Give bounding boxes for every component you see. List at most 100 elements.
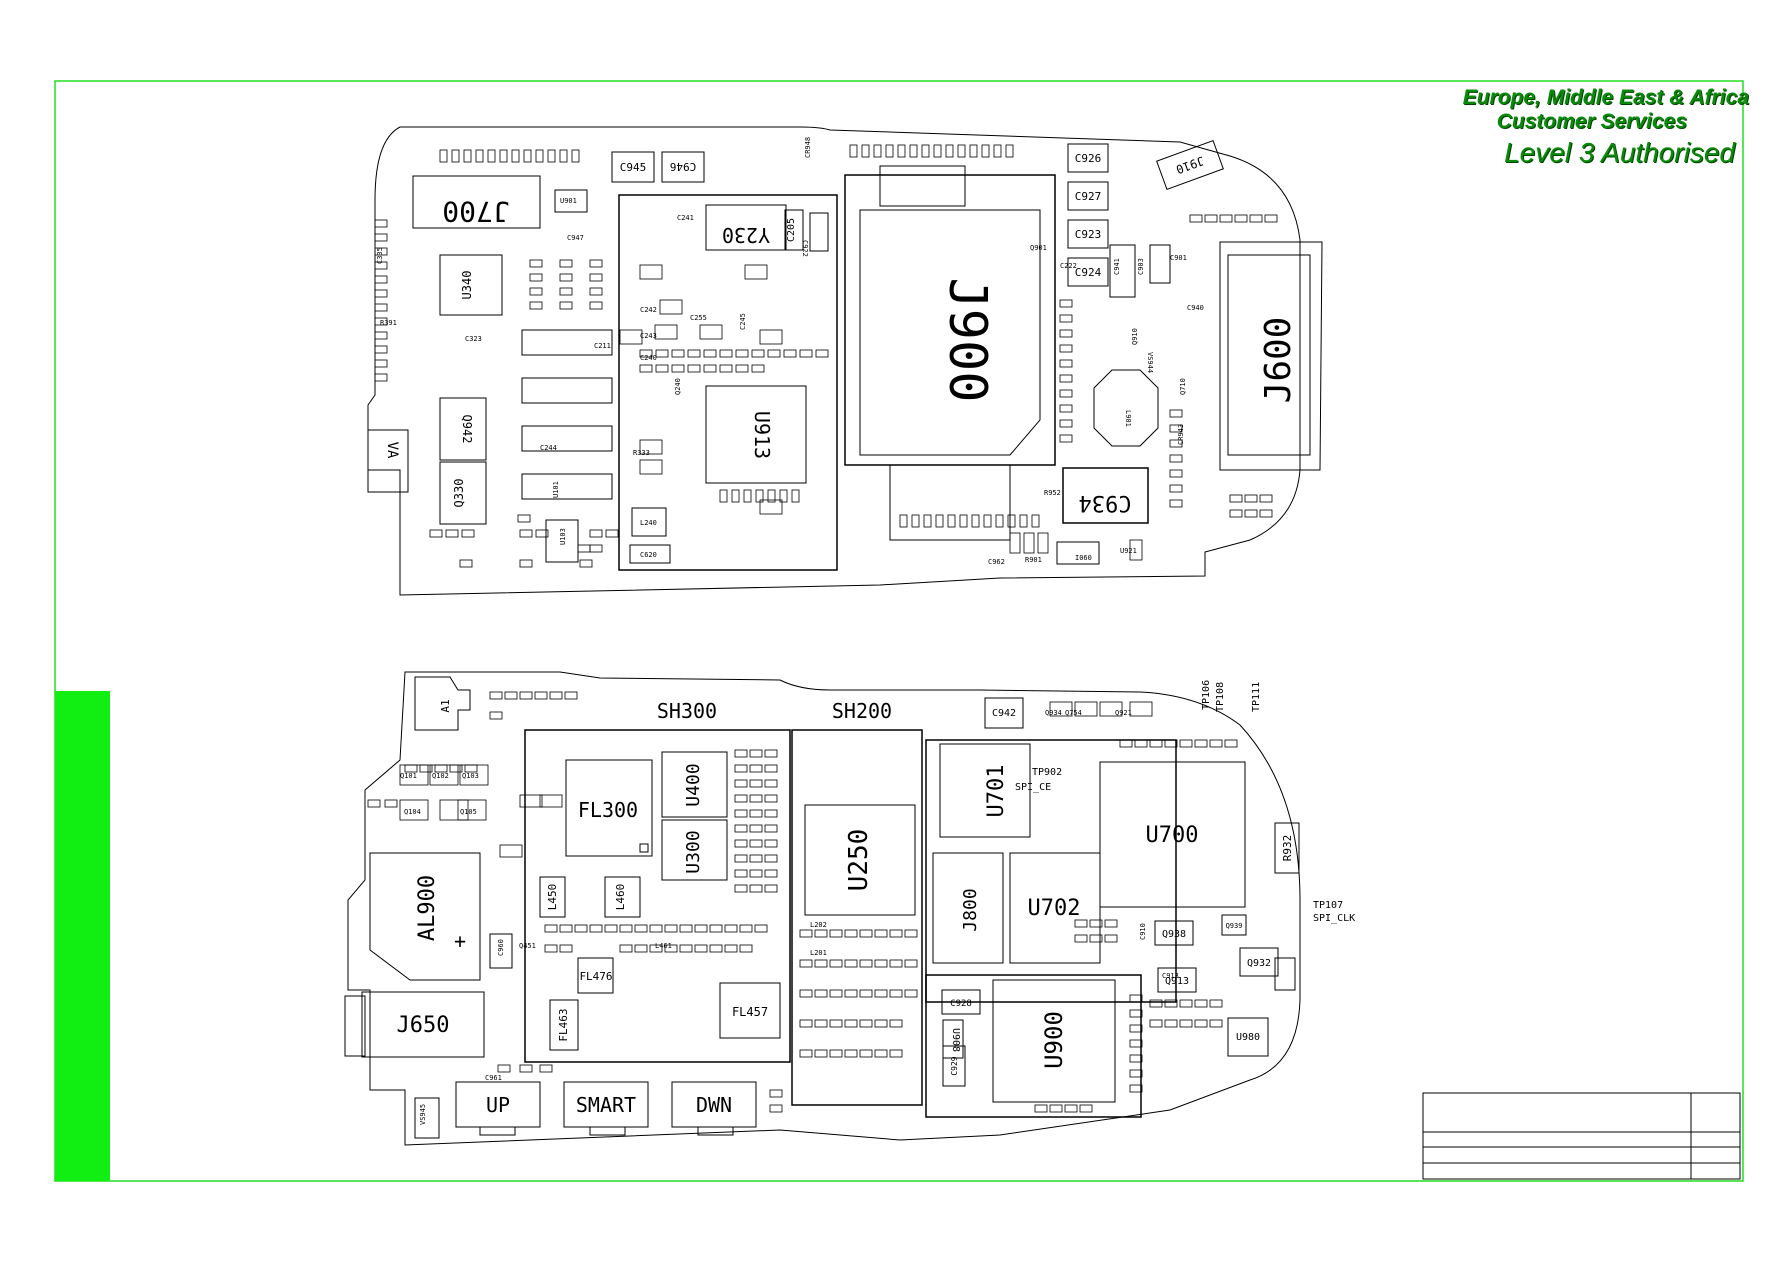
- bottom-label-U701: U701: [984, 765, 1009, 818]
- sheet-frame: [54, 80, 1744, 1182]
- svg-text:L901: L901: [1124, 410, 1132, 427]
- bottom-label-U400: U400: [683, 763, 704, 806]
- top-label-VA: VA: [384, 442, 400, 459]
- svg-text:Q103: Q103: [462, 772, 479, 780]
- svg-text:L202: L202: [810, 921, 827, 929]
- svg-text:C242: C242: [640, 306, 657, 314]
- top-cap-J910: J910: [1174, 153, 1206, 176]
- bottom-label-A1: A1: [439, 699, 452, 712]
- svg-text:C211: C211: [594, 342, 611, 350]
- bottom-label-C928: C928: [950, 999, 972, 1009]
- bottom-label-Q938: Q938: [1162, 929, 1186, 940]
- svg-text:TP111: TP111: [1251, 682, 1262, 712]
- svg-text:C910: C910: [1139, 923, 1147, 940]
- svg-text:Q451: Q451: [519, 942, 536, 950]
- svg-text:SPI_CE: SPI_CE: [1015, 782, 1051, 793]
- top-label-Y230: Y230: [722, 223, 770, 247]
- svg-text:Q240: Q240: [674, 378, 682, 395]
- top-label-U913: U913: [750, 411, 774, 459]
- sheet-side-tab: [55, 691, 110, 1181]
- svg-text:C962: C962: [988, 558, 1005, 566]
- bottom-board-outline: [347, 671, 1301, 1146]
- bottom-label-J650: J650: [397, 1013, 450, 1038]
- shield-label-SH200: SH200: [832, 699, 892, 723]
- bottom-plus-sign: +: [454, 929, 466, 953]
- header-level: Level 3 Authorised: [1504, 137, 1735, 168]
- bottom-label-C929: C929: [950, 1056, 959, 1075]
- bottom-label-U700: U700: [1146, 823, 1199, 848]
- svg-text:C222: C222: [1060, 262, 1077, 270]
- top-cap-C927: C927: [1075, 190, 1102, 203]
- svg-text:L201: L201: [810, 949, 827, 957]
- top-cap-C945: C945: [620, 161, 647, 174]
- bottom-label-L460: L460: [614, 884, 627, 911]
- bottom-board-small-parts: [367, 691, 1238, 1113]
- top-board: [367, 126, 1323, 596]
- svg-text:TP106: TP106: [1201, 680, 1212, 710]
- svg-text:C620: C620: [640, 551, 657, 559]
- button-label-SMART: SMART: [576, 1093, 636, 1117]
- svg-text:Q101: Q101: [400, 772, 417, 780]
- svg-text:R952: R952: [1044, 489, 1061, 497]
- svg-text:CR943: CR943: [1177, 424, 1185, 445]
- svg-text:C961: C961: [485, 1074, 502, 1082]
- svg-text:C903: C903: [1137, 258, 1145, 275]
- svg-text:Q910: Q910: [1131, 328, 1139, 345]
- svg-text:C255: C255: [690, 314, 707, 322]
- top-cap-C946: C946: [670, 160, 697, 173]
- svg-text:C244: C244: [540, 444, 557, 452]
- svg-text:VS945: VS945: [419, 1104, 427, 1125]
- bottom-label-FL476: FL476: [579, 970, 612, 983]
- svg-text:I060: I060: [1075, 554, 1092, 562]
- svg-text:Q105: Q105: [460, 808, 477, 816]
- svg-text:C913: C913: [1162, 972, 1179, 980]
- svg-text:Q901: Q901: [1030, 244, 1047, 252]
- bottom-label-U250: U250: [844, 829, 874, 892]
- svg-text:C960: C960: [497, 939, 505, 956]
- bottom-board: [344, 671, 1301, 1146]
- svg-text:C940: C940: [1187, 304, 1204, 312]
- svg-text:Q754: Q754: [1065, 709, 1082, 717]
- svg-text:R901: R901: [1025, 556, 1042, 564]
- bottom-label-U702: U702: [1028, 896, 1081, 921]
- bottom-label-FL463: FL463: [557, 1008, 570, 1041]
- top-cap-C923: C923: [1075, 228, 1102, 241]
- top-cap-C205: C205: [786, 218, 797, 242]
- button-label-DWN: DWN: [696, 1093, 732, 1117]
- top-board-outline: [367, 126, 1301, 596]
- svg-text:C901: C901: [1170, 254, 1187, 262]
- test-point-labels: TP902 SPI_CE TP107 SPI_CLK TP106 TP108 T…: [1015, 680, 1355, 924]
- bottom-small-labels: Q451 L461 L202 L201 C913 C910 Q101 Q102 …: [400, 709, 1179, 1125]
- top-cap-C926: C926: [1075, 152, 1102, 165]
- svg-text:C243: C243: [640, 332, 657, 340]
- bottom-label-AL900: AL900: [415, 875, 440, 941]
- bottom-label-U900: U900: [1040, 1011, 1068, 1069]
- svg-text:L461: L461: [655, 942, 672, 950]
- top-label-Q942: Q942: [460, 415, 474, 444]
- top-label-C934: C934: [1079, 490, 1132, 515]
- svg-text:Q934: Q934: [1045, 709, 1062, 717]
- svg-text:TP902: TP902: [1032, 767, 1062, 778]
- bottom-label-L450: L450: [546, 884, 559, 911]
- bottom-label-Q932: Q932: [1247, 958, 1271, 969]
- bottom-label-FL300: FL300: [578, 798, 638, 822]
- svg-text:TP107: TP107: [1313, 900, 1343, 911]
- header-line-2: Customer Services: [1496, 110, 1687, 133]
- svg-text:U101: U101: [552, 481, 560, 498]
- top-board-small-parts: [374, 144, 1278, 568]
- svg-text:C947: C947: [567, 234, 584, 242]
- bottom-label-U300: U300: [683, 830, 704, 873]
- svg-text:C335: C335: [376, 247, 384, 264]
- svg-text:Q104: Q104: [404, 808, 421, 816]
- header-line-1: Europe, Middle East & Africa: [1462, 86, 1749, 109]
- button-label-UP: UP: [486, 1093, 510, 1117]
- bottom-label-FL457: FL457: [732, 1005, 768, 1019]
- svg-text:U901: U901: [560, 197, 577, 205]
- bottom-label-R932: R932: [1281, 835, 1294, 862]
- svg-text:U103: U103: [559, 528, 567, 545]
- svg-text:C240: C240: [640, 354, 657, 362]
- top-cap-C924: C924: [1075, 266, 1102, 279]
- bottom-label-Q939: Q939: [1226, 922, 1243, 930]
- svg-text:C245: C245: [739, 313, 747, 330]
- svg-text:C323: C323: [465, 335, 482, 343]
